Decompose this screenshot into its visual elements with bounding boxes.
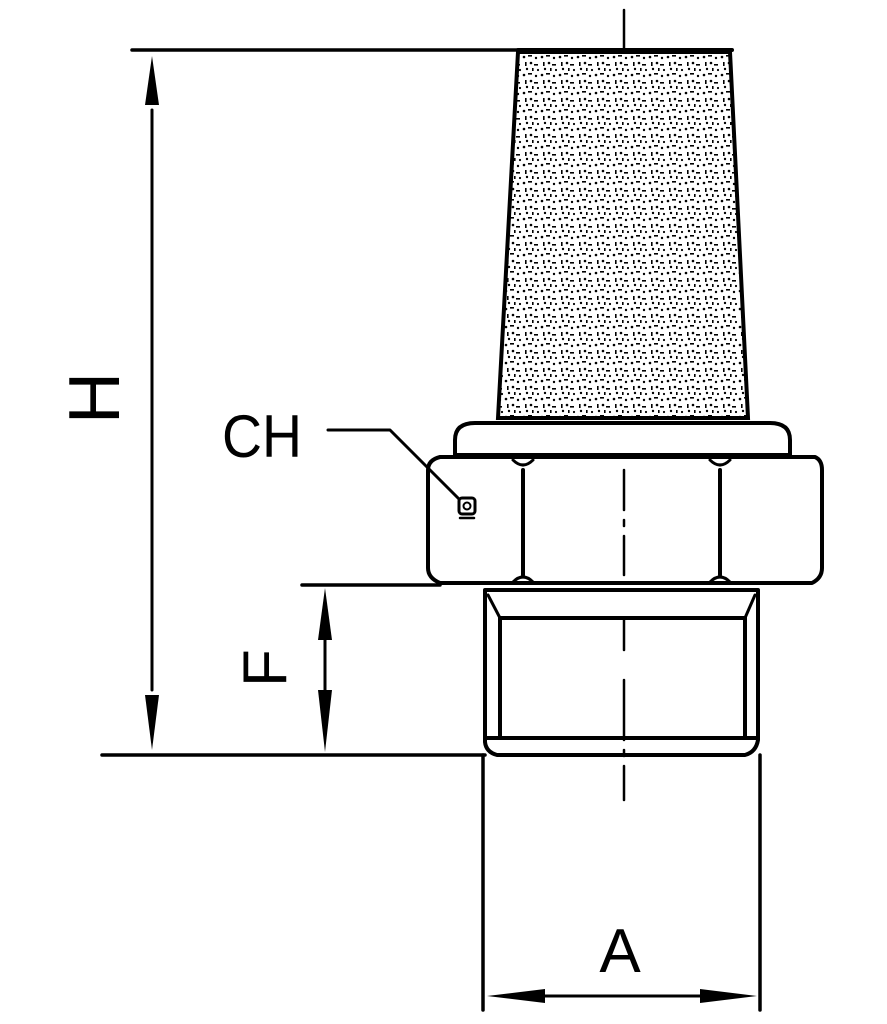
- label-ch: CH: [222, 403, 302, 470]
- extension-lines: [100, 48, 762, 1012]
- arrow-right-icon: [700, 989, 757, 1003]
- dimension-a: A: [487, 917, 757, 1003]
- leader-dot-icon: [457, 496, 477, 520]
- hex-body: [426, 455, 824, 585]
- arrow-left-icon: [487, 989, 545, 1003]
- dimension-f: F: [231, 588, 332, 752]
- label-h: H: [55, 372, 135, 424]
- label-a: A: [599, 917, 641, 986]
- label-f: F: [231, 649, 300, 687]
- sintered-filter: [495, 50, 751, 420]
- dimension-ch: CH: [222, 403, 477, 520]
- arrow-up-icon: [145, 56, 159, 105]
- arrow-down-icon: [145, 695, 159, 750]
- threaded-shank: [483, 588, 760, 757]
- washer-collar: [453, 421, 792, 457]
- arrow-down-icon: [318, 690, 332, 752]
- dimension-h: H: [55, 56, 159, 750]
- arrow-up-icon: [318, 588, 332, 640]
